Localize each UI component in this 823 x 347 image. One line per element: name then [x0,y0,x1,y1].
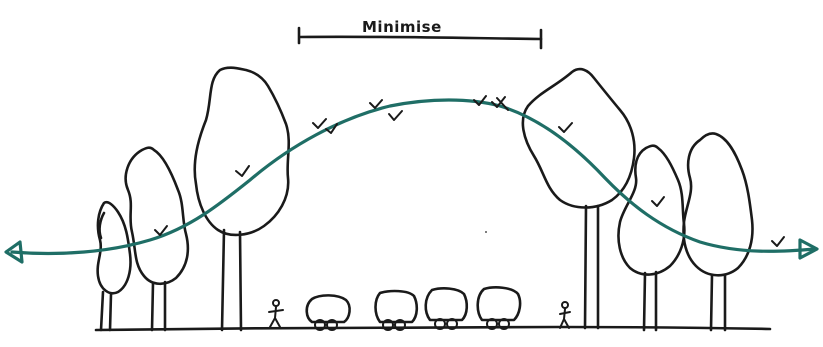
bird-icon [236,166,249,176]
tree-icon [195,68,289,330]
pedestrian-icon [560,302,570,328]
tree-icon [523,69,635,328]
minimise-span-bar: Minimise [299,18,541,48]
car-icon [478,287,520,329]
bird-icon [772,237,784,246]
span-label: Minimise [362,18,442,36]
speck [485,231,487,233]
pedestrian-icon [269,300,283,327]
tree-icon [684,133,753,330]
car-icon [376,291,417,330]
tree-icon [618,146,684,330]
car-icon [307,295,350,330]
bird-icon [652,197,664,206]
tree-icon [98,202,131,330]
bird-icon [389,111,402,120]
ground-line [96,327,770,330]
bird-icon [559,123,572,132]
car-icon [426,288,467,329]
bird-icon [370,100,382,108]
